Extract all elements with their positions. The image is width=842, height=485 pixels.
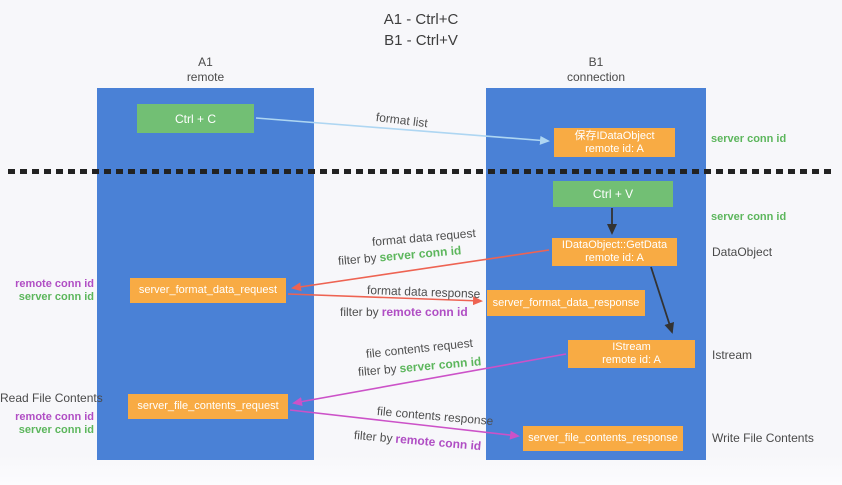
ctrl-v-label: Ctrl + V <box>592 187 634 201</box>
server-conn-id-right-mid-label: server conn id <box>711 211 787 223</box>
dataobject-label: DataObject <box>712 245 773 259</box>
server-file-contents-response-box: server_file_contents_response <box>523 426 683 451</box>
column-b1-role: connection <box>566 70 626 84</box>
server-format-data-request-label: server_format_data_request <box>138 284 278 296</box>
write-file-contents-label: Write File Contents <box>712 431 814 445</box>
istream-side-label: Istream <box>712 348 753 362</box>
server-format-data-response-label: server_format_data_response <box>492 296 640 309</box>
remote-conn-id-left-label-1: remote conn id <box>15 278 94 290</box>
save-idataobject-box: 保存IDataObject remote id: A <box>554 128 675 157</box>
title-line-1: A1 - Ctrl+C <box>383 11 459 28</box>
ctrl-c-event-box: Ctrl + C <box>137 104 254 133</box>
read-file-contents-label: Read File Contents <box>0 391 103 405</box>
server-file-contents-request-label: server_file_contents_request <box>137 400 279 412</box>
column-header-b1: B1 connection <box>486 55 706 85</box>
title-line-2: B1 - Ctrl+V <box>384 32 458 49</box>
ctrl-c-label: Ctrl + C <box>174 111 216 126</box>
getdata-line2: remote id: A <box>585 252 644 264</box>
column-a1-role: remote <box>186 70 225 84</box>
format-list-arrow-label: format list <box>375 110 429 131</box>
column-header-a1: A1 remote <box>97 55 314 85</box>
server-format-data-response-box: server_format_data_response <box>487 290 645 316</box>
format-data-response-arrow-label: format data response <box>366 283 481 301</box>
istream-line2: remote id: A <box>602 354 661 366</box>
diagram-title: A1 - Ctrl+C B1 - Ctrl+V <box>0 9 842 51</box>
server-format-data-request-box: server_format_data_request <box>130 278 286 303</box>
save-idataobject-line2: remote id: A <box>585 142 644 155</box>
column-b1-name: B1 <box>588 55 604 69</box>
file-contents-response-arrow-label: file contents response <box>376 404 494 429</box>
server-file-contents-response-label: server_file_contents_response <box>528 432 678 444</box>
getdata-line1: IDataObject::GetData <box>561 239 668 251</box>
save-idataobject-line1: 保存IDataObject <box>574 129 655 142</box>
session-divider-dotted-line <box>8 169 836 174</box>
istream-line1: IStream <box>612 341 651 353</box>
server-conn-id-right-top-label: server conn id <box>711 133 787 145</box>
istream-box: IStream remote id: A <box>568 340 695 368</box>
server-conn-id-left-label-1: server conn id <box>18 291 94 303</box>
server-conn-id-left-label-2: server conn id <box>18 424 94 436</box>
column-a1-name: A1 <box>198 55 213 69</box>
idataobject-getdata-box: IDataObject::GetData remote id: A <box>552 238 677 266</box>
remote-conn-id-left-label-2: remote conn id <box>15 411 94 423</box>
ctrl-v-event-box: Ctrl + V <box>553 181 673 207</box>
server-file-contents-request-box: server_file_contents_request <box>128 394 288 419</box>
